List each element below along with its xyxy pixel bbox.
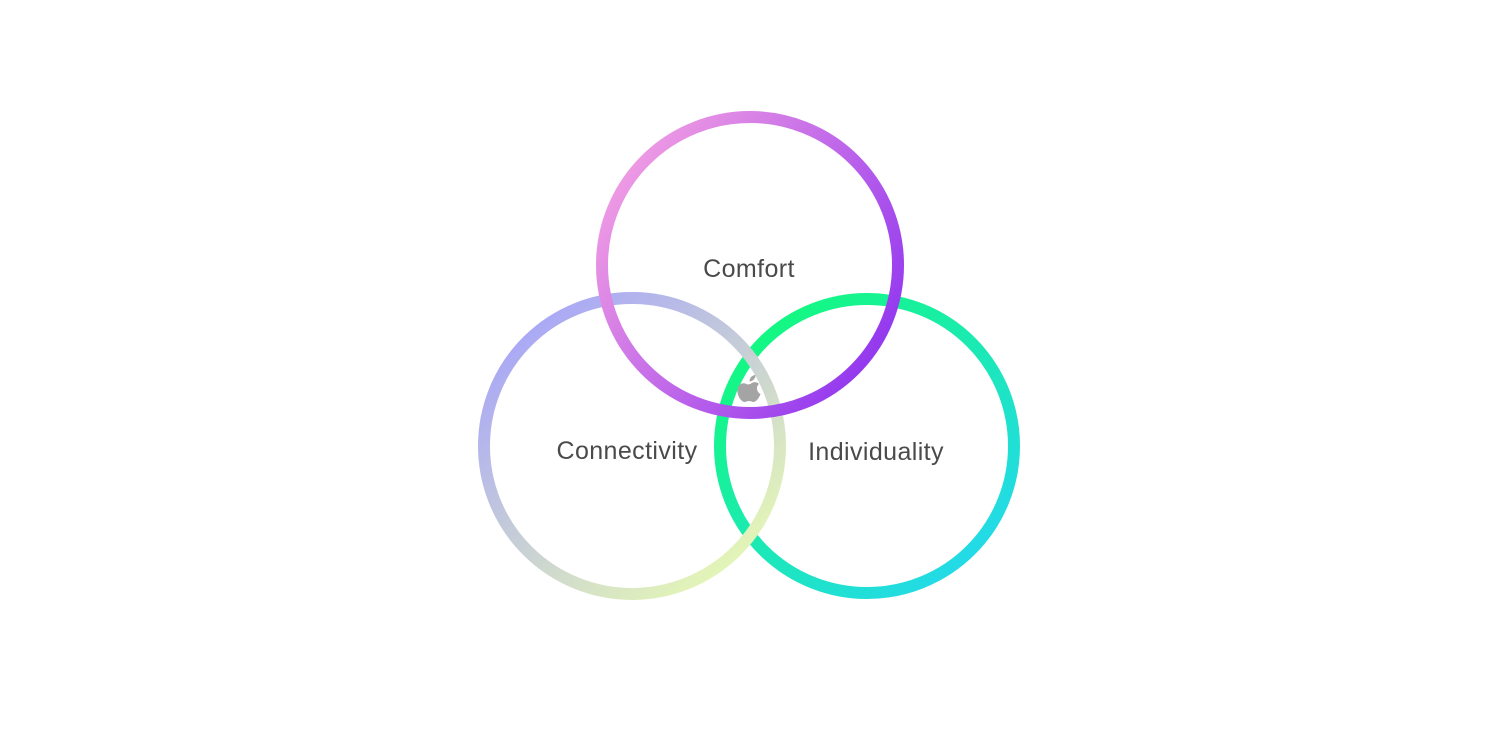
- individuality-ring: [714, 293, 1020, 599]
- comfort-label: Comfort: [703, 255, 795, 283]
- connectivity-label: Connectivity: [557, 437, 698, 465]
- apple-logo-body: [737, 382, 761, 402]
- individuality-label: Individuality: [808, 438, 944, 466]
- apple-logo-icon: [737, 375, 761, 402]
- apple-logo-leaf: [749, 375, 756, 382]
- comfort-ring: [596, 111, 904, 419]
- connectivity-ring: [478, 292, 786, 600]
